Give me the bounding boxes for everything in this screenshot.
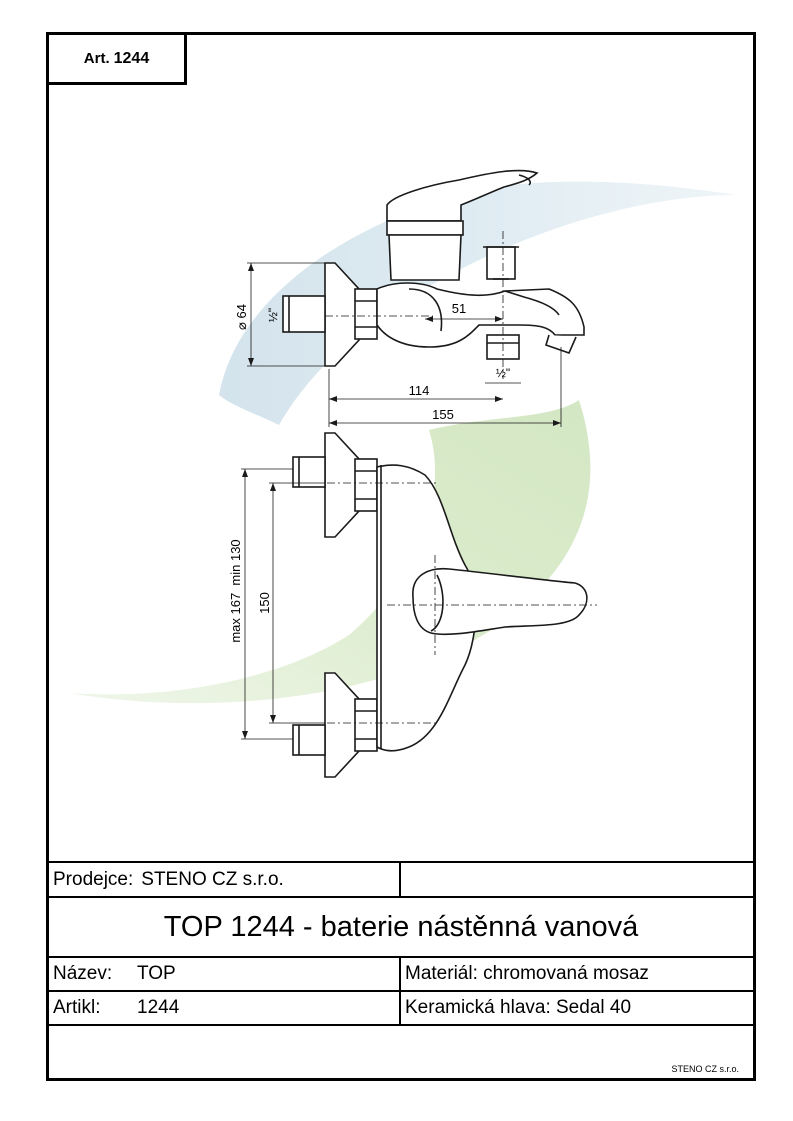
faucet-front-view	[292, 432, 588, 778]
front-upper-flange	[324, 432, 360, 538]
front-lever	[412, 567, 588, 636]
article-label: Artikl:	[53, 997, 101, 1018]
side-dimension-lines	[247, 231, 562, 427]
front-upper-inlet	[292, 456, 326, 488]
title-row: TOP 1244 - baterie nástěnná vanová	[49, 896, 753, 956]
background-swoosh-blue	[219, 181, 737, 425]
dim-half-inch-left: ½"	[266, 308, 280, 322]
front-lower-flange	[324, 672, 360, 778]
seller-row: Prodejce: STENO CZ s.r.o.	[49, 861, 753, 896]
seller-value: STENO CZ s.r.o.	[141, 868, 284, 890]
side-spout	[504, 290, 560, 316]
side-cartridge	[386, 220, 464, 236]
seller-empty-cell	[399, 863, 753, 896]
seller-cell: Prodejce: STENO CZ s.r.o.	[49, 863, 399, 896]
dim-155: 155	[432, 407, 454, 422]
name-label: Název:	[53, 963, 113, 984]
side-diverter-knob	[486, 246, 516, 280]
dim-half-inch-bottom: ½"	[496, 366, 510, 380]
article-value: 1244	[137, 997, 180, 1018]
footer-row: STENO CZ s.r.o.	[49, 1024, 753, 1078]
dim-range: max 167 min 130	[228, 539, 243, 642]
faucet-side-view	[282, 169, 585, 367]
technical-drawing: ⌀ 64 ½" 51 ½" 114 155 150 max 167 min 13…	[69, 169, 737, 778]
dim-114: 114	[409, 383, 430, 398]
footer-company-mark: STENO CZ s.r.o.	[671, 1064, 739, 1074]
dim-51: 51	[452, 301, 466, 316]
article-cell: Artikl: 1244	[49, 992, 399, 1024]
side-nut	[354, 288, 378, 340]
side-dimension-arrows	[248, 263, 561, 426]
article-row: Artikl: 1244 Keramická hlava: Sedal 40	[49, 990, 753, 1024]
ceramic-head-cell: Keramická hlava: Sedal 40	[399, 992, 753, 1024]
name-value: TOP	[137, 963, 176, 984]
seller-label: Prodejce:	[53, 868, 134, 890]
article-badge-label: Art.	[83, 50, 110, 67]
name-row: Název: TOP Materiál: chromovaná mosaz	[49, 956, 753, 990]
dim-diameter-64: ⌀ 64	[234, 304, 249, 330]
article-badge-number: 1244	[113, 49, 150, 67]
material-cell: Materiál: chromovaná mosaz	[399, 958, 753, 990]
side-inlet-pipe	[282, 295, 326, 333]
side-lever	[386, 169, 539, 222]
article-badge: Art. 1244	[49, 35, 187, 85]
name-cell: Název: TOP	[49, 958, 399, 990]
front-dimension-arrows	[242, 469, 276, 739]
drawing-sheet: Art. 1244	[46, 32, 756, 1081]
front-lower-inlet	[292, 724, 326, 756]
product-title: TOP 1244 - baterie nástěnná vanová	[163, 910, 639, 943]
front-dimension-lines	[241, 468, 597, 740]
dim-150: 150	[257, 592, 272, 614]
